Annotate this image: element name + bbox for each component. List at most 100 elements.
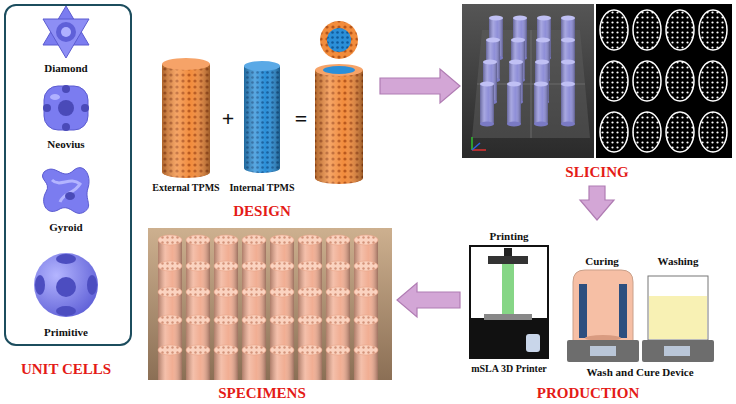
slice-layer	[666, 61, 694, 101]
section-heading: SPECIMENS	[192, 385, 332, 402]
node-label: Washing	[643, 255, 713, 268]
flow-arrow	[397, 283, 460, 317]
printer: PrintingmSLA 3D Printer	[466, 228, 554, 378]
tpms-cylinder: External TPMS	[156, 50, 218, 200]
cell-shape	[56, 254, 76, 264]
device-base	[642, 340, 714, 362]
cell-shape	[52, 180, 80, 202]
resin-vat	[484, 314, 532, 320]
cell-shape	[58, 100, 74, 116]
slice-layer	[699, 112, 727, 152]
platform-stem	[504, 248, 512, 256]
slicer-screenshot	[462, 4, 732, 158]
printer-base	[470, 318, 548, 358]
node-label: Curing	[567, 255, 637, 268]
device-caption: Wash and Cure Device	[575, 366, 705, 379]
specimen	[270, 345, 294, 380]
tpms-cylinder: Internal TPMS	[236, 50, 290, 200]
internal-cylinder	[244, 61, 280, 173]
cylinder-top	[244, 61, 280, 71]
cell-shape	[61, 27, 71, 37]
neovius-cell	[43, 85, 89, 131]
specimen	[158, 345, 182, 380]
cell-shape	[56, 22, 76, 42]
slice-layer	[666, 112, 694, 152]
axis	[471, 137, 473, 150]
section-heading: SLICING	[537, 164, 657, 181]
cell-shape	[87, 275, 97, 295]
sliced-part	[480, 82, 494, 127]
device-panel	[664, 346, 690, 356]
unit-cell: Diamond	[10, 6, 126, 78]
slice-layer	[600, 61, 628, 101]
specimen	[214, 345, 238, 380]
slice-layer	[666, 10, 694, 50]
cell-shape	[34, 253, 98, 317]
curing-device: Curing	[564, 250, 640, 364]
curing-dome	[573, 270, 633, 342]
flow-arrow	[380, 69, 460, 103]
diamond-cell	[43, 6, 89, 58]
top-view-inner	[327, 28, 351, 52]
cell-shape	[42, 168, 89, 214]
combined-cylinder	[315, 21, 363, 184]
axis	[472, 143, 480, 150]
cylinder-shade	[162, 64, 210, 178]
wash-container	[648, 276, 708, 340]
cylinder-shade	[315, 70, 363, 184]
wash-liquid	[649, 296, 707, 339]
cell-shape	[43, 104, 51, 112]
node-label: Diamond	[16, 62, 116, 75]
cylinder-shade	[244, 66, 280, 173]
specimens-image	[148, 228, 392, 380]
cell-shape	[43, 19, 89, 58]
slice-layer	[633, 10, 661, 50]
cylinder-top	[315, 64, 363, 76]
printer-body	[470, 246, 548, 358]
cell-shape	[81, 104, 89, 112]
cell-shape	[35, 275, 45, 295]
specimen	[354, 345, 378, 380]
cylinder-body	[315, 70, 363, 184]
washing-device: Washing	[642, 250, 716, 364]
slice-layer	[600, 10, 628, 50]
section-heading: DESIGN	[202, 203, 322, 220]
primitive-cell	[34, 253, 98, 317]
external-cylinder	[162, 58, 210, 178]
node-label: Primitive	[16, 326, 116, 339]
device-panel	[590, 346, 616, 356]
design-group: DESIGN External TPMS Internal TPMS	[150, 22, 378, 222]
cylinder-top	[162, 58, 210, 70]
operator-symbol: +	[216, 106, 240, 131]
operator-symbol: =	[289, 106, 313, 131]
specimen	[298, 345, 322, 380]
sliced-part	[561, 82, 575, 127]
printer-screen	[526, 334, 540, 352]
uv-column	[619, 284, 627, 338]
unit-cells-panel: UNIT CELLSDiamondNeoviusGyroidPrimitive	[4, 4, 132, 346]
specimens-photo: SPECIMENS	[145, 226, 395, 404]
curing-station	[567, 270, 639, 362]
node-label: mSLA 3D Printer	[459, 363, 559, 375]
uv-column	[579, 284, 587, 338]
specimen	[186, 345, 210, 380]
specimen	[326, 345, 350, 380]
cell-shape	[65, 192, 75, 200]
build-platform	[488, 256, 528, 264]
cell-shape	[56, 277, 76, 297]
unit-cell: Primitive	[10, 244, 126, 342]
slice-layer	[600, 112, 628, 152]
washing-station	[642, 276, 714, 362]
specimen	[242, 345, 266, 380]
build-plate	[472, 30, 590, 138]
gyroid-cell	[42, 168, 89, 214]
node-label: External TPMS	[141, 182, 231, 194]
grid-line	[531, 30, 532, 138]
axis	[472, 149, 486, 151]
slicer-view	[462, 4, 594, 158]
slice-view	[596, 4, 732, 158]
cylinder-core	[323, 66, 355, 74]
